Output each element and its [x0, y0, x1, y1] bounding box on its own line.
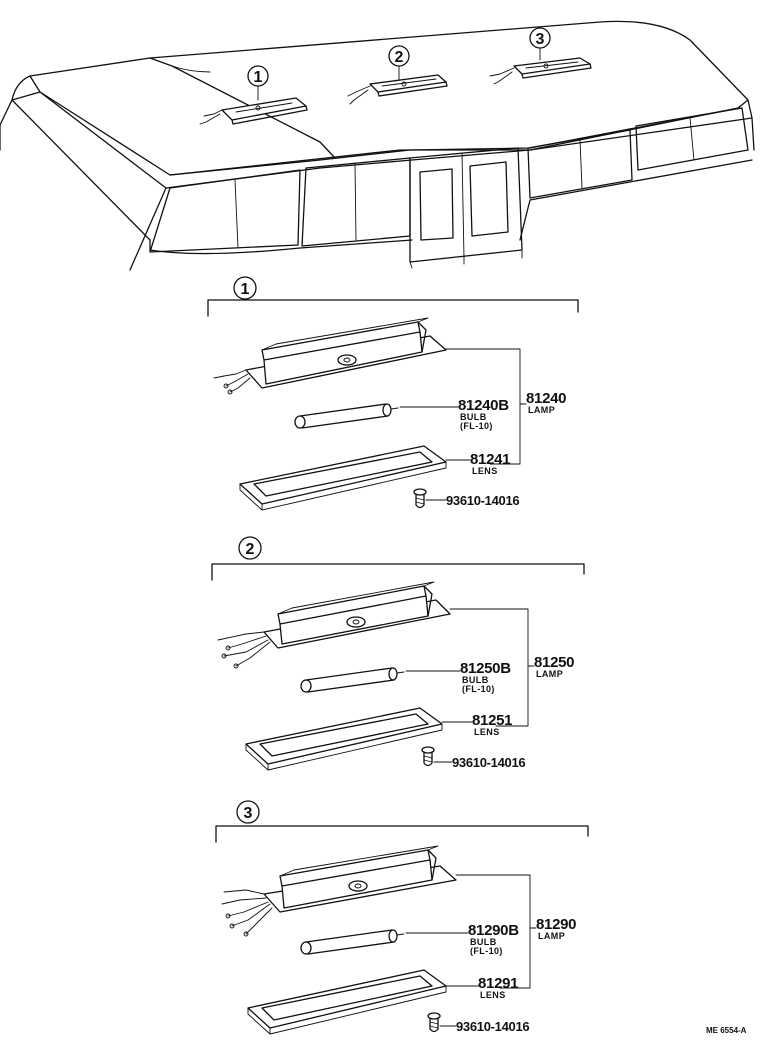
lamp-name: LAMP [528, 405, 555, 415]
lamp-name: LAMP [536, 669, 563, 679]
screw-part-number: 93610-14016 [446, 493, 519, 508]
svg-text:3: 3 [536, 31, 545, 48]
leader-lines [405, 608, 535, 727]
lens-part-number: 81291 [478, 975, 518, 992]
lamp-part-number: 81240 [526, 390, 566, 407]
svg-text:2: 2 [246, 541, 255, 558]
bulb-part-number: 81290B [468, 922, 519, 939]
lamp-part-number: 81290 [536, 916, 576, 933]
bus-roof-illustration: 1 2 3 [0, 20, 755, 271]
bulb-spec: (FL-10) [460, 421, 493, 431]
lens-icon [247, 969, 447, 1035]
lens-name: LENS [474, 727, 500, 737]
group-bracket [211, 563, 585, 581]
lens-part-number: 81241 [470, 451, 510, 468]
bulb-icon [300, 929, 405, 955]
lamp-housing-icon [217, 581, 451, 669]
bulb-part-number: 81250B [460, 660, 511, 677]
leader-lines [399, 348, 527, 465]
lamp-name: LAMP [538, 931, 565, 941]
screw-part-number: 93610-14016 [456, 1019, 529, 1034]
screw-icon [413, 488, 447, 509]
roof-lamp-2-icon [347, 74, 448, 105]
svg-text:1: 1 [254, 69, 263, 86]
lens-part-number: 81251 [472, 712, 512, 729]
lens-name: LENS [472, 466, 498, 476]
group-callout: 2 [238, 536, 262, 560]
bulb-name: BULB [470, 937, 497, 947]
screw-part-number: 93610-14016 [452, 755, 525, 770]
bulb-icon [300, 667, 405, 693]
overview-callout-1: 1 [247, 65, 269, 101]
bulb-part-number: 81240B [458, 397, 509, 414]
figure-code: ME 6554-A [706, 1026, 747, 1035]
svg-text:1: 1 [241, 281, 250, 298]
leader-lines [405, 874, 537, 989]
lamp-part-number: 81250 [534, 654, 574, 671]
group-2: 2 [211, 536, 585, 771]
bulb-icon [294, 403, 399, 429]
lens-icon [245, 707, 443, 771]
bulb-name: BULB [462, 675, 489, 685]
bulb-spec: (FL-10) [462, 684, 495, 694]
lamp-housing-icon [213, 317, 447, 395]
lens-name: LENS [480, 990, 506, 1000]
svg-text:2: 2 [395, 49, 404, 66]
svg-text:3: 3 [244, 805, 253, 822]
group-callout: 3 [236, 800, 260, 824]
roof-lamp-3-icon [489, 57, 592, 85]
group-callout: 1 [233, 276, 257, 300]
bulb-spec: (FL-10) [470, 946, 503, 956]
bulb-name: BULB [460, 412, 487, 422]
group-1: 1 [207, 276, 579, 511]
lens-icon [239, 445, 447, 511]
roof-lamp-1-icon [199, 97, 308, 125]
screw-icon [427, 1012, 457, 1033]
group-bracket [215, 825, 589, 843]
overview-callout-2: 2 [388, 45, 410, 81]
group-bracket [207, 299, 579, 317]
group-3: 3 [215, 800, 589, 1035]
screw-icon [421, 746, 453, 767]
overview-callout-3: 3 [529, 27, 551, 61]
lamp-housing-icon [221, 845, 457, 937]
